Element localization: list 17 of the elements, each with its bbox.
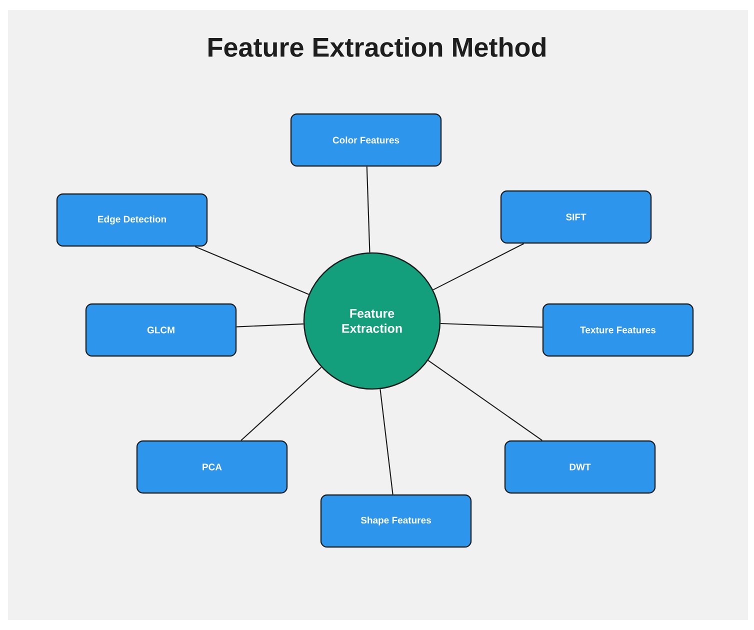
feature-box: PCA — [136, 440, 288, 494]
feature-box: SIFT — [500, 190, 652, 244]
connector-line — [240, 366, 322, 441]
title: Feature Extraction Method — [208, 37, 546, 57]
connector-line — [194, 246, 309, 295]
connector-line — [236, 323, 304, 328]
feature-box: DWT — [504, 440, 656, 494]
feature-box: Color Features — [290, 113, 442, 167]
connector-line — [428, 360, 542, 441]
connector-line — [380, 389, 394, 494]
feature-box: Texture Features — [542, 303, 694, 357]
feature-box: GLCM — [85, 303, 237, 357]
connector-line — [440, 322, 542, 328]
feature-box: Shape Features — [320, 494, 472, 548]
connector-line — [432, 243, 524, 290]
connector-line — [366, 166, 370, 252]
feature-box: Edge Detection — [56, 193, 208, 247]
